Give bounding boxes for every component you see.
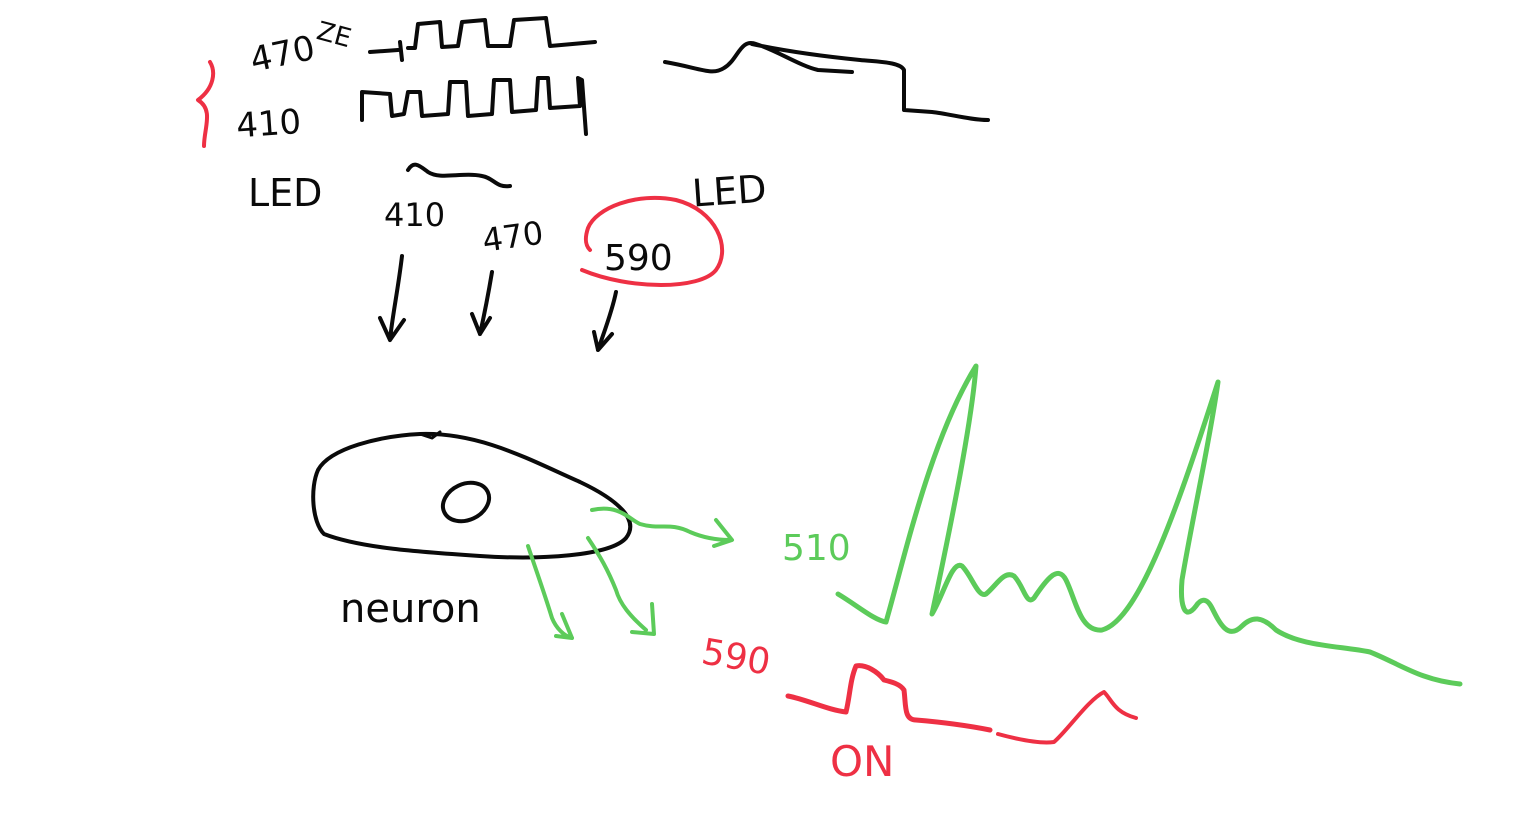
trace-red-590-tail bbox=[996, 690, 1138, 745]
emission-arrow-down-b bbox=[586, 536, 656, 636]
led-group-tilde bbox=[406, 162, 512, 189]
pulse-train-470 bbox=[368, 16, 597, 62]
label-410-top: 410 bbox=[235, 102, 303, 146]
neuron-membrane-notch bbox=[418, 430, 442, 440]
label-led-right: LED bbox=[691, 167, 768, 216]
red-circle-590 bbox=[580, 195, 725, 287]
label-470-top: 470 bbox=[247, 28, 319, 81]
arrow-down-590 bbox=[592, 290, 618, 352]
pulse-train-410 bbox=[360, 76, 588, 136]
arrow-down-470 bbox=[470, 270, 494, 336]
label-on: ON bbox=[830, 737, 894, 786]
trace-green-510 bbox=[835, 363, 1463, 687]
trace-black-top-right bbox=[663, 41, 990, 122]
neuron-cell-body bbox=[311, 431, 633, 560]
emission-arrow-right bbox=[590, 506, 734, 548]
label-neuron: neuron bbox=[340, 586, 481, 632]
label-510: 510 bbox=[782, 528, 851, 569]
label-ze-note: ZE bbox=[313, 16, 354, 54]
label-470-led: 470 bbox=[480, 214, 546, 260]
red-brace bbox=[196, 60, 216, 148]
label-led-left: LED bbox=[248, 171, 322, 215]
emission-arrow-down-a bbox=[526, 544, 574, 640]
label-410-led: 410 bbox=[384, 196, 445, 234]
arrow-down-410 bbox=[378, 254, 406, 342]
neuron-nucleus bbox=[440, 480, 492, 524]
label-590-emission: 590 bbox=[699, 631, 774, 683]
trace-red-590 bbox=[785, 663, 993, 733]
label-590-led: 590 bbox=[604, 238, 673, 279]
